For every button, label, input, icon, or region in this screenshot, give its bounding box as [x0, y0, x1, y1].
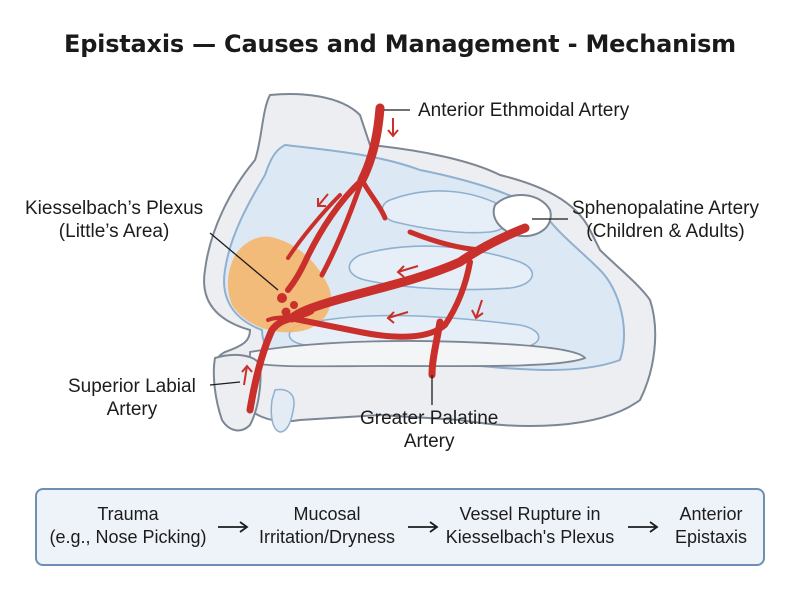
anterior-ethmoidal-branch [359, 177, 388, 221]
label-anterior-ethmoidal-artery: Anterior Ethmoidal Artery [418, 100, 630, 121]
hard-palate [249, 340, 587, 368]
flow-step-vessel-rupture: Vessel Rupture in Kiesselbach's Plexus [445, 504, 615, 547]
superior-labial-artery [246, 314, 296, 414]
flow-arrow-icon [218, 521, 249, 533]
label-superior-labial-artery: Superior Labial Artery [68, 376, 196, 420]
flow-arrow-icon [628, 521, 659, 533]
label-sphenopalatine-artery: Sphenopalatine Artery (Children & Adults… [572, 198, 759, 242]
page-title: Epistaxis — Causes and Management - Mech… [64, 30, 736, 58]
leader-lines [209, 109, 568, 405]
blood-flow-arrows [241, 118, 484, 386]
bleeding-drop [277, 293, 287, 303]
arteries [246, 103, 530, 414]
anterior-ethmoidal-branch [319, 177, 365, 278]
incisor-tooth [270, 388, 295, 433]
bleeding-drop [290, 301, 298, 309]
superior-turbinate [381, 190, 510, 234]
anterior-ethmoidal-branch [286, 193, 342, 260]
sphenopalatine-branch [287, 259, 473, 340]
anterior-ethmoidal-branch [285, 177, 365, 293]
flow-step-anterior-epistaxis: Anterior Epistaxis [674, 504, 748, 547]
flow-step-trauma: Trauma (e.g., Nose Picking) [49, 504, 207, 547]
bleeding-drop [281, 307, 291, 317]
flow-step-mucosal-irritation: Mucosal Irritation/Dryness [258, 504, 396, 547]
superior-labial-branch [266, 310, 314, 322]
label-greater-palatine-artery: Greater Palatine Artery [360, 408, 499, 452]
sphenopalatine-artery [287, 223, 530, 323]
flow-arrow-icon [408, 521, 439, 533]
anterior-ethmoidal-artery [357, 103, 385, 185]
label-kiesselbach-plexus: Kiesselbach’s Plexus (Little’s Area) [25, 198, 204, 242]
sphenoid-sinus [492, 193, 552, 238]
sphenopalatine-branch [407, 229, 483, 253]
greater-palatine-artery [428, 318, 444, 379]
nasal-anatomy-diagram [203, 93, 657, 433]
